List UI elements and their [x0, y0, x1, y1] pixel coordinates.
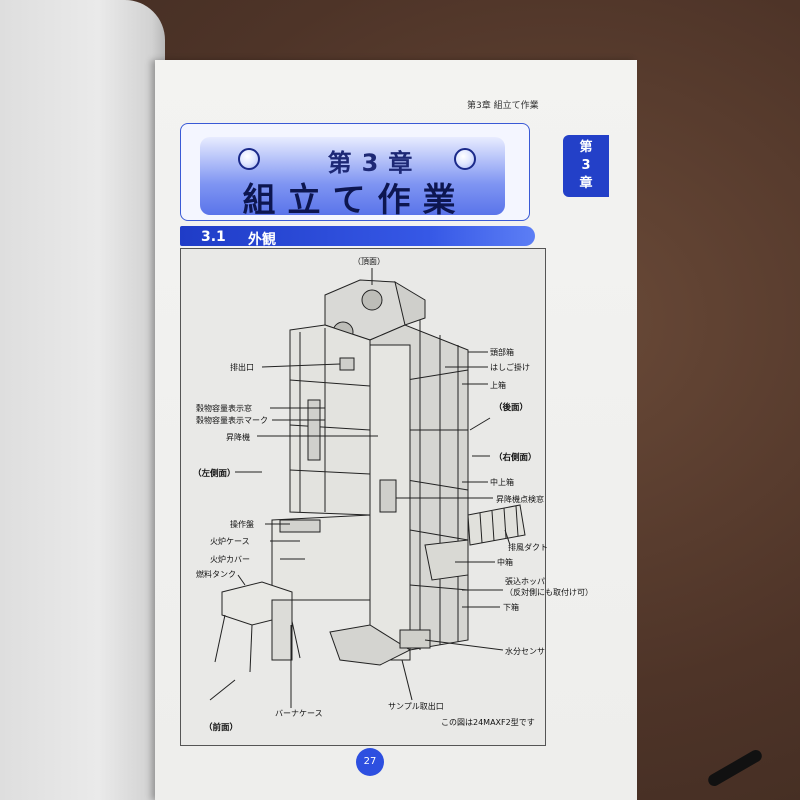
pen-tip [706, 747, 764, 789]
label-right-side: （右側面） [494, 453, 537, 463]
section-number: 3.1 [201, 229, 226, 245]
label-furnace-cover: 火炉カバー [210, 555, 250, 564]
label-upper-box: 上箱 [490, 381, 506, 390]
label-burner-case: バーナケース [275, 709, 323, 718]
page-number: 27 [356, 748, 384, 776]
label-grain-gauge-window: 穀物容量表示窓 [196, 404, 252, 413]
running-header: 第3章 組立て作業 [467, 101, 539, 111]
section-title: 外観 [248, 232, 276, 248]
label-mid-upper-box: 中上箱 [490, 478, 514, 487]
ring-ornament-right [454, 148, 476, 170]
label-ladder-hook: はしご掛け [490, 363, 530, 372]
side-tab-char-2: 3 [581, 158, 591, 173]
label-moisture-sensor: 水分センサ [505, 647, 545, 656]
label-sample-outlet: サンプル取出口 [388, 702, 444, 711]
side-tab-char-3: 章 [579, 176, 593, 191]
label-top-view: （頂面） [353, 257, 385, 266]
label-hopper: 張込ホッパ [505, 577, 545, 586]
label-front-side: （前面） [204, 723, 239, 733]
label-head-box: 頭部箱 [490, 348, 514, 357]
label-elevator-inspection: 昇降機点検窓 [496, 495, 544, 504]
section-heading-bar [180, 226, 535, 246]
ring-ornament-left [238, 148, 260, 170]
label-left-side: （左側面） [193, 469, 236, 479]
chapter-label: 第3章 [327, 149, 423, 177]
label-control-panel: 操作盤 [230, 520, 254, 529]
label-hopper-note: （反対側にも取付け可） [505, 588, 593, 597]
left-page-edge [0, 0, 165, 800]
label-discharge: 排出口 [230, 363, 254, 372]
label-lower-box: 下箱 [503, 603, 519, 612]
label-middle-box: 中箱 [497, 558, 513, 567]
label-fuel-tank: 燃料タンク [196, 570, 236, 579]
label-grain-gauge-mark: 穀物容量表示マーク [196, 416, 268, 425]
label-rear-side: （後面） [494, 403, 529, 413]
chapter-title: 組立て作業 [242, 180, 468, 219]
label-model-note: この図は24MAXF2型です [441, 718, 535, 727]
label-exhaust-duct: 排風ダクト [508, 543, 548, 552]
side-tab-char-1: 第 [579, 140, 593, 155]
grain-dryer-illustration [209, 268, 526, 708]
label-elevator: 昇降機 [226, 433, 250, 442]
chapter-side-tab: 第 3 章 [563, 135, 609, 197]
label-furnace-case: 火炉ケース [210, 537, 250, 546]
